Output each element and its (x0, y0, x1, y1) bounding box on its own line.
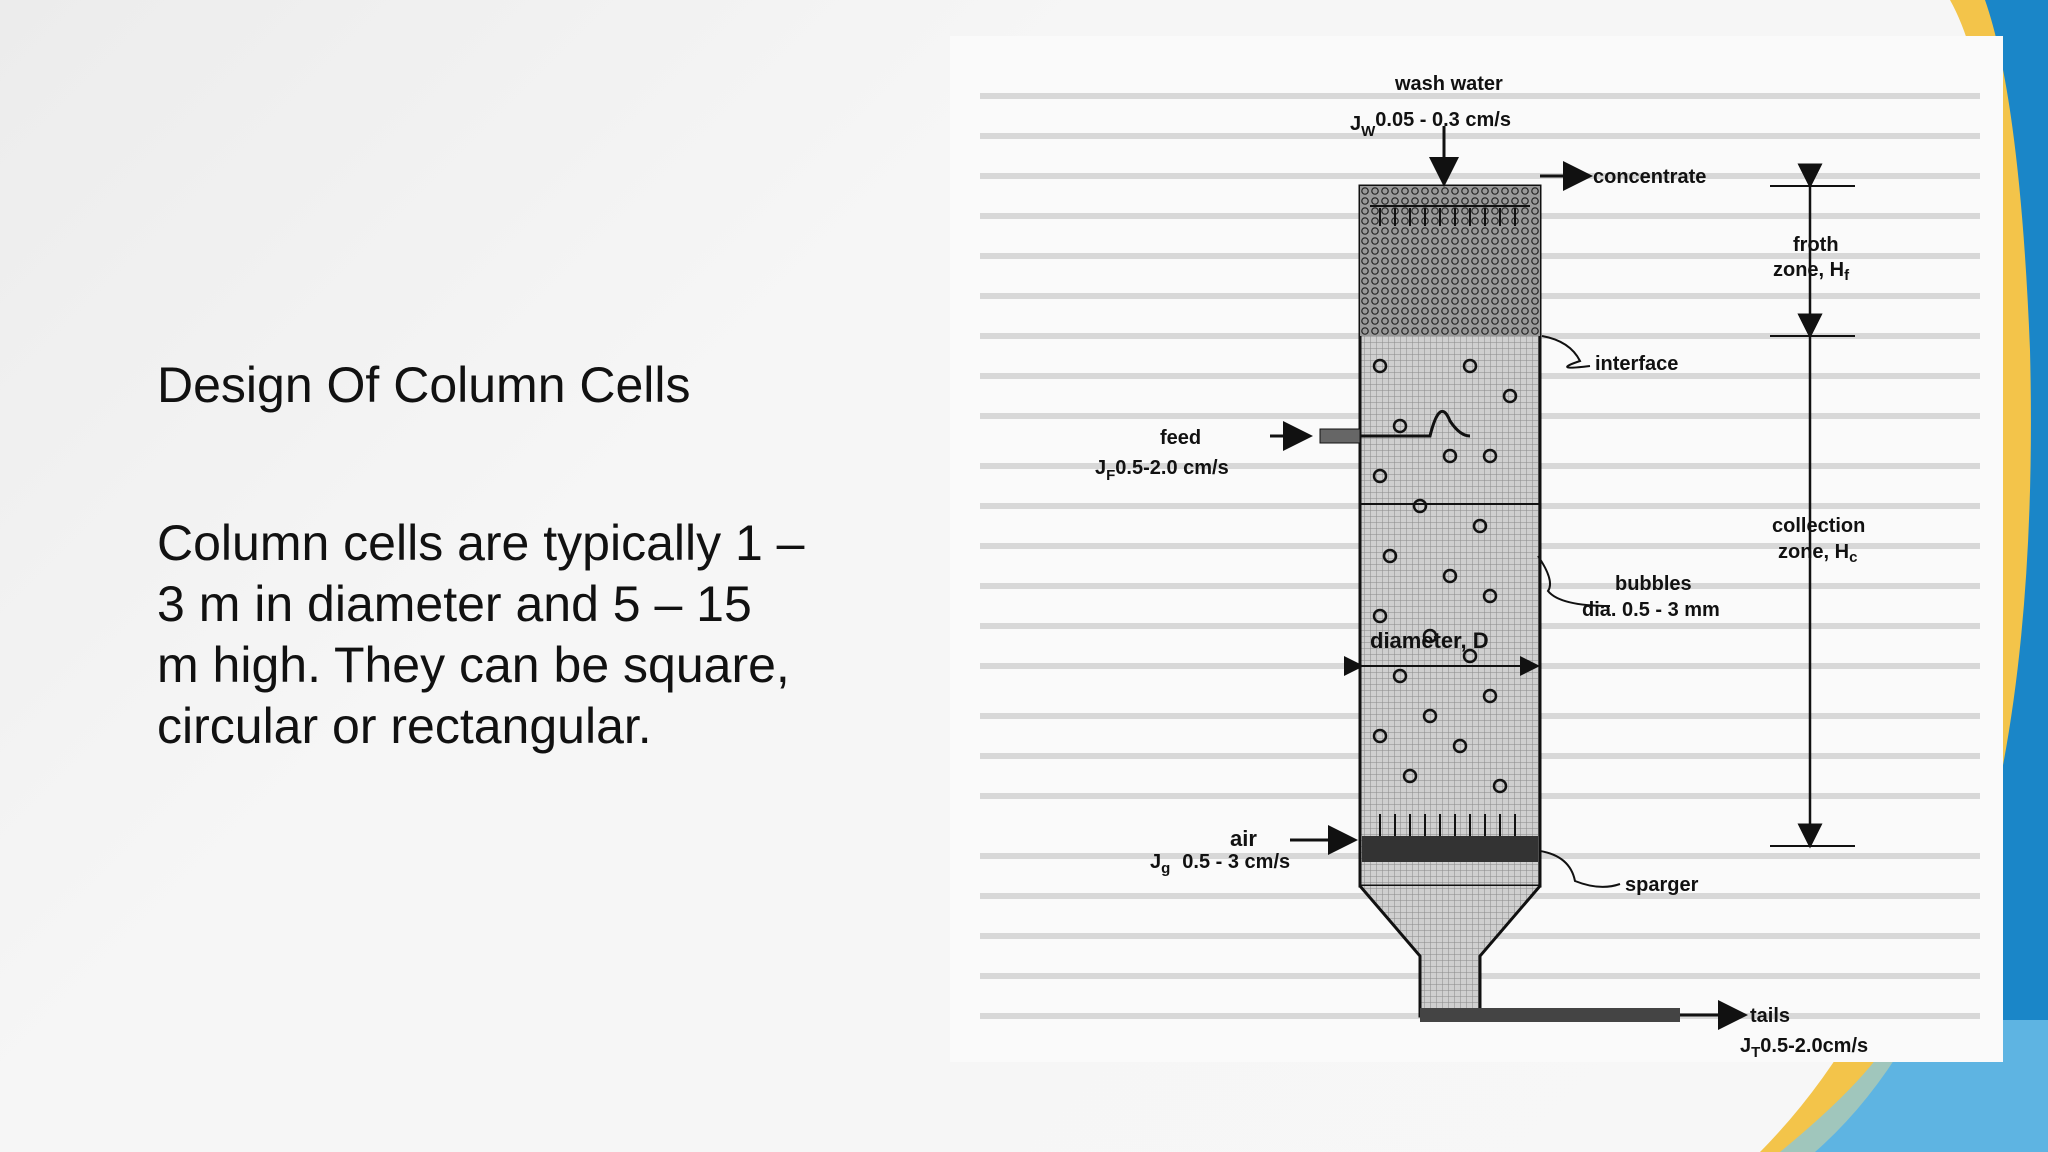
sparger-arrows (1379, 814, 1516, 836)
feed-label: feed (1160, 427, 1201, 449)
jt-label: JT0.5-2.0cm/s (1740, 1035, 1868, 1061)
froth-zone-label-line2: zone, Hf (1773, 259, 1850, 284)
column-body (1358, 184, 1680, 1022)
bubbles-label: bubbles (1615, 573, 1692, 595)
jf-label: JF0.5-2.0 cm/s (1095, 457, 1229, 484)
wash-water-label: wash water (1394, 73, 1503, 95)
tails-label: tails (1750, 1005, 1790, 1027)
interface-label: interface (1595, 353, 1678, 375)
concentrate-label: concentrate (1593, 166, 1706, 188)
bubbles (1372, 358, 1518, 794)
sparger-label: sparger (1625, 874, 1699, 896)
collection-zone-label-line2: zone, Hc (1778, 541, 1857, 566)
collection-zone-label-line1: collection (1772, 515, 1865, 537)
froth-zone-label-line1: froth (1793, 234, 1839, 256)
wash-water-distributor (1370, 205, 1530, 226)
diameter-label: diameter, D (1370, 628, 1489, 653)
slide-title: Design Of Column Cells (157, 357, 691, 413)
slide-body-text: Column cells are typically 1 – 3 m in di… (157, 515, 805, 754)
air-label: air (1230, 826, 1257, 851)
bubbles-dia-label: dia. 0.5 - 3 mm (1582, 599, 1720, 621)
jw-label: JW0.05 - 0.3 cm/s (1350, 109, 1511, 140)
column-cell-figure: wash water JW0.05 - 0.3 cm/s concentrate… (950, 36, 2003, 1062)
column-cell-diagram: wash water JW0.05 - 0.3 cm/s concentrate… (980, 73, 1980, 1061)
